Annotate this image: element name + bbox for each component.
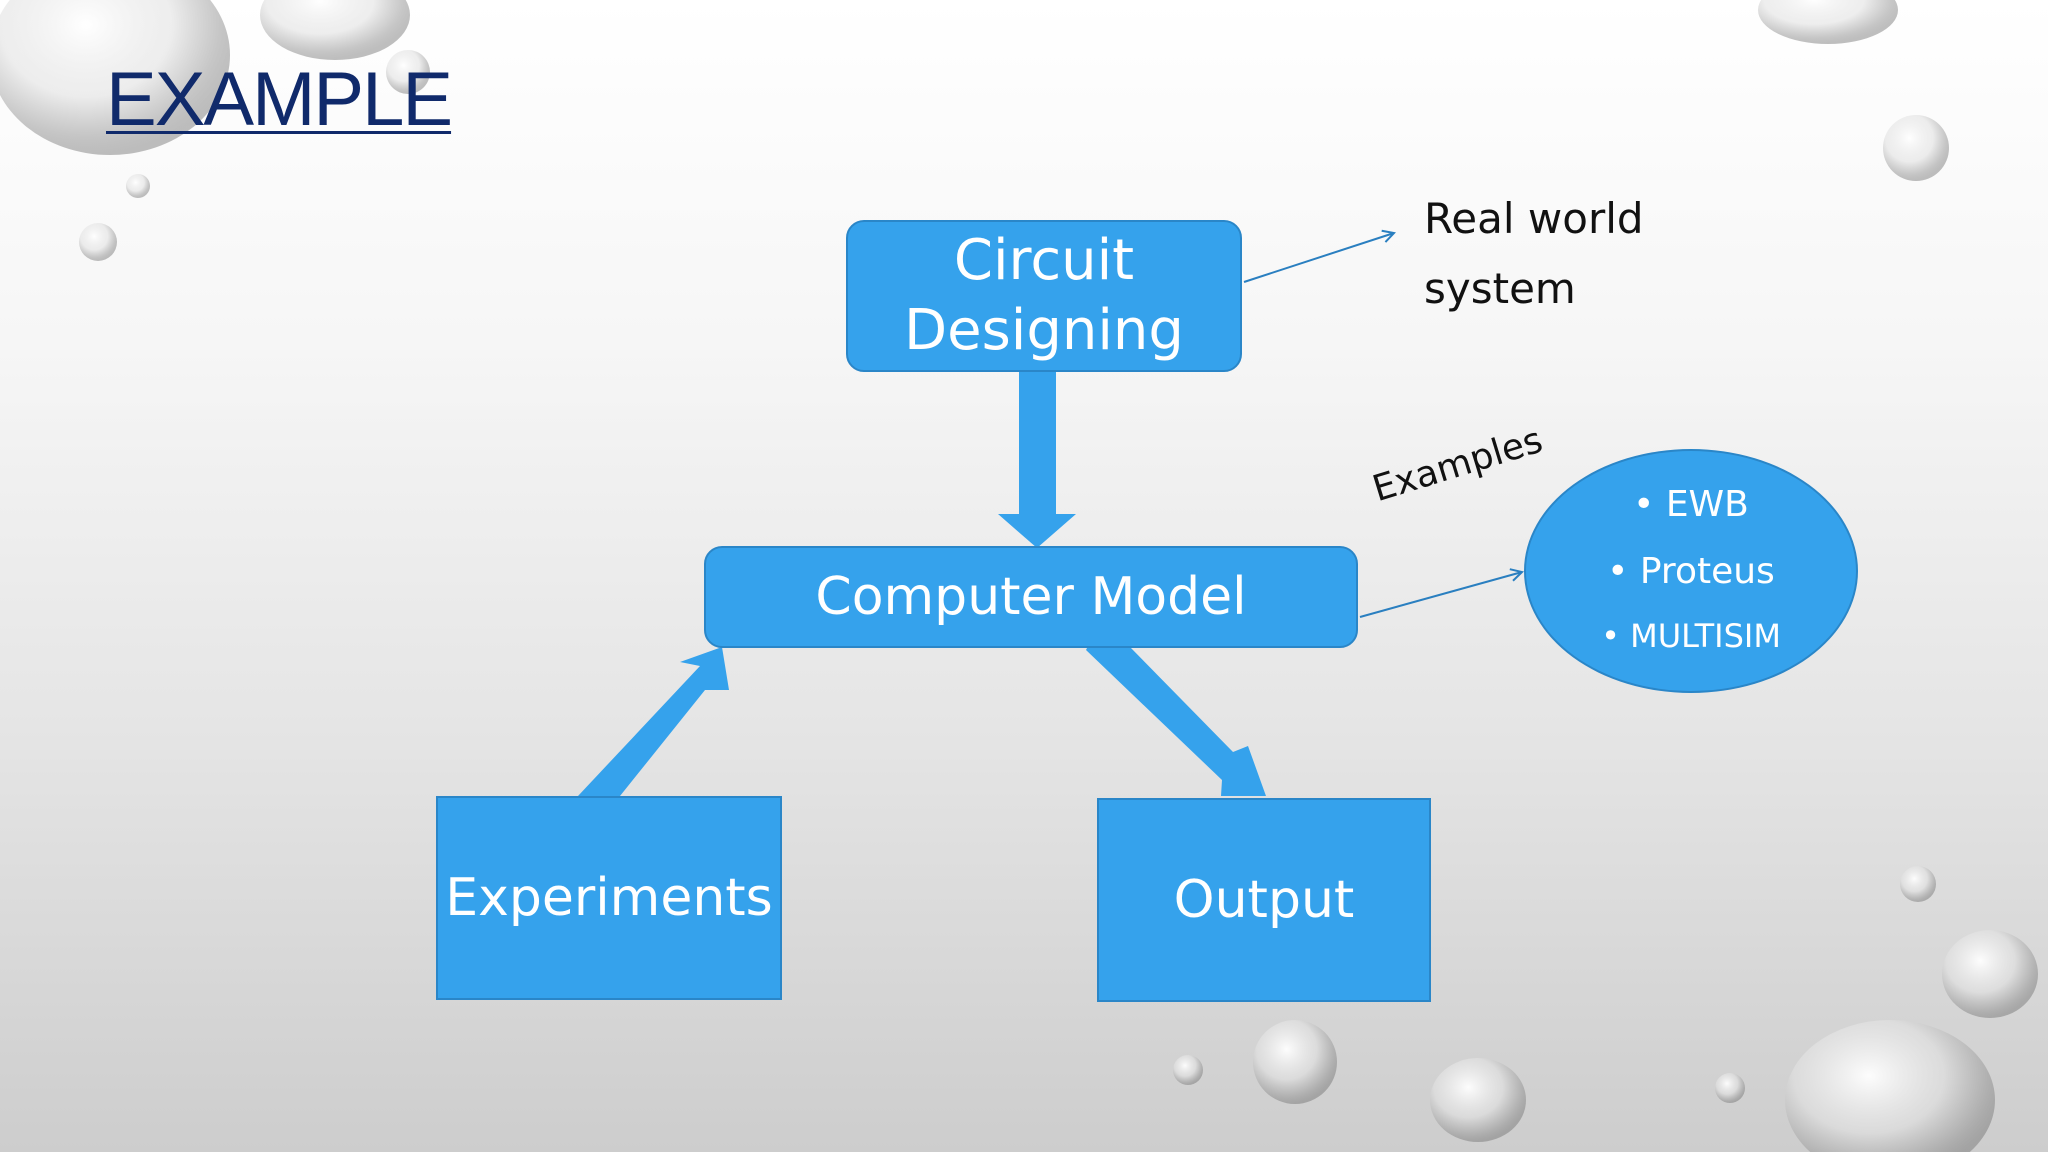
experiments-box: Experiments xyxy=(436,796,782,1000)
tools-list: EWB Proteus MULTISIM xyxy=(1526,487,1856,655)
output-box: Output xyxy=(1097,798,1431,1002)
flow-arrows xyxy=(578,372,1266,796)
computer-model-label: Computer Model xyxy=(815,567,1247,627)
arrow-experiments-to-computer xyxy=(578,647,729,796)
tool-item-ewb: EWB xyxy=(1526,487,1856,523)
tools-ellipse: EWB Proteus MULTISIM xyxy=(1524,449,1858,693)
arrow-circuit-to-computer xyxy=(998,372,1076,548)
real-world-line1: Real world xyxy=(1424,194,1644,243)
real-world-line2: system xyxy=(1424,264,1576,313)
tool-item-proteus: Proteus xyxy=(1526,554,1856,590)
circuit-box-line2: Designing xyxy=(904,298,1184,363)
real-world-system-label: Real world system xyxy=(1424,184,1644,324)
computer-model-box: Computer Model xyxy=(704,546,1358,648)
connector-lines xyxy=(1243,233,1522,618)
output-label: Output xyxy=(1173,870,1355,930)
circuit-designing-box: Circuit Designing xyxy=(846,220,1242,372)
circuit-box-line1: Circuit xyxy=(953,228,1135,293)
experiments-label: Experiments xyxy=(445,868,773,928)
connector-circuit-to-real-world xyxy=(1243,233,1394,283)
connector-computer-to-tools xyxy=(1359,572,1522,618)
tool-item-multisim: MULTISIM xyxy=(1526,618,1856,654)
arrow-computer-to-output xyxy=(1086,648,1266,796)
page-title: EXAMPLE xyxy=(106,57,453,142)
